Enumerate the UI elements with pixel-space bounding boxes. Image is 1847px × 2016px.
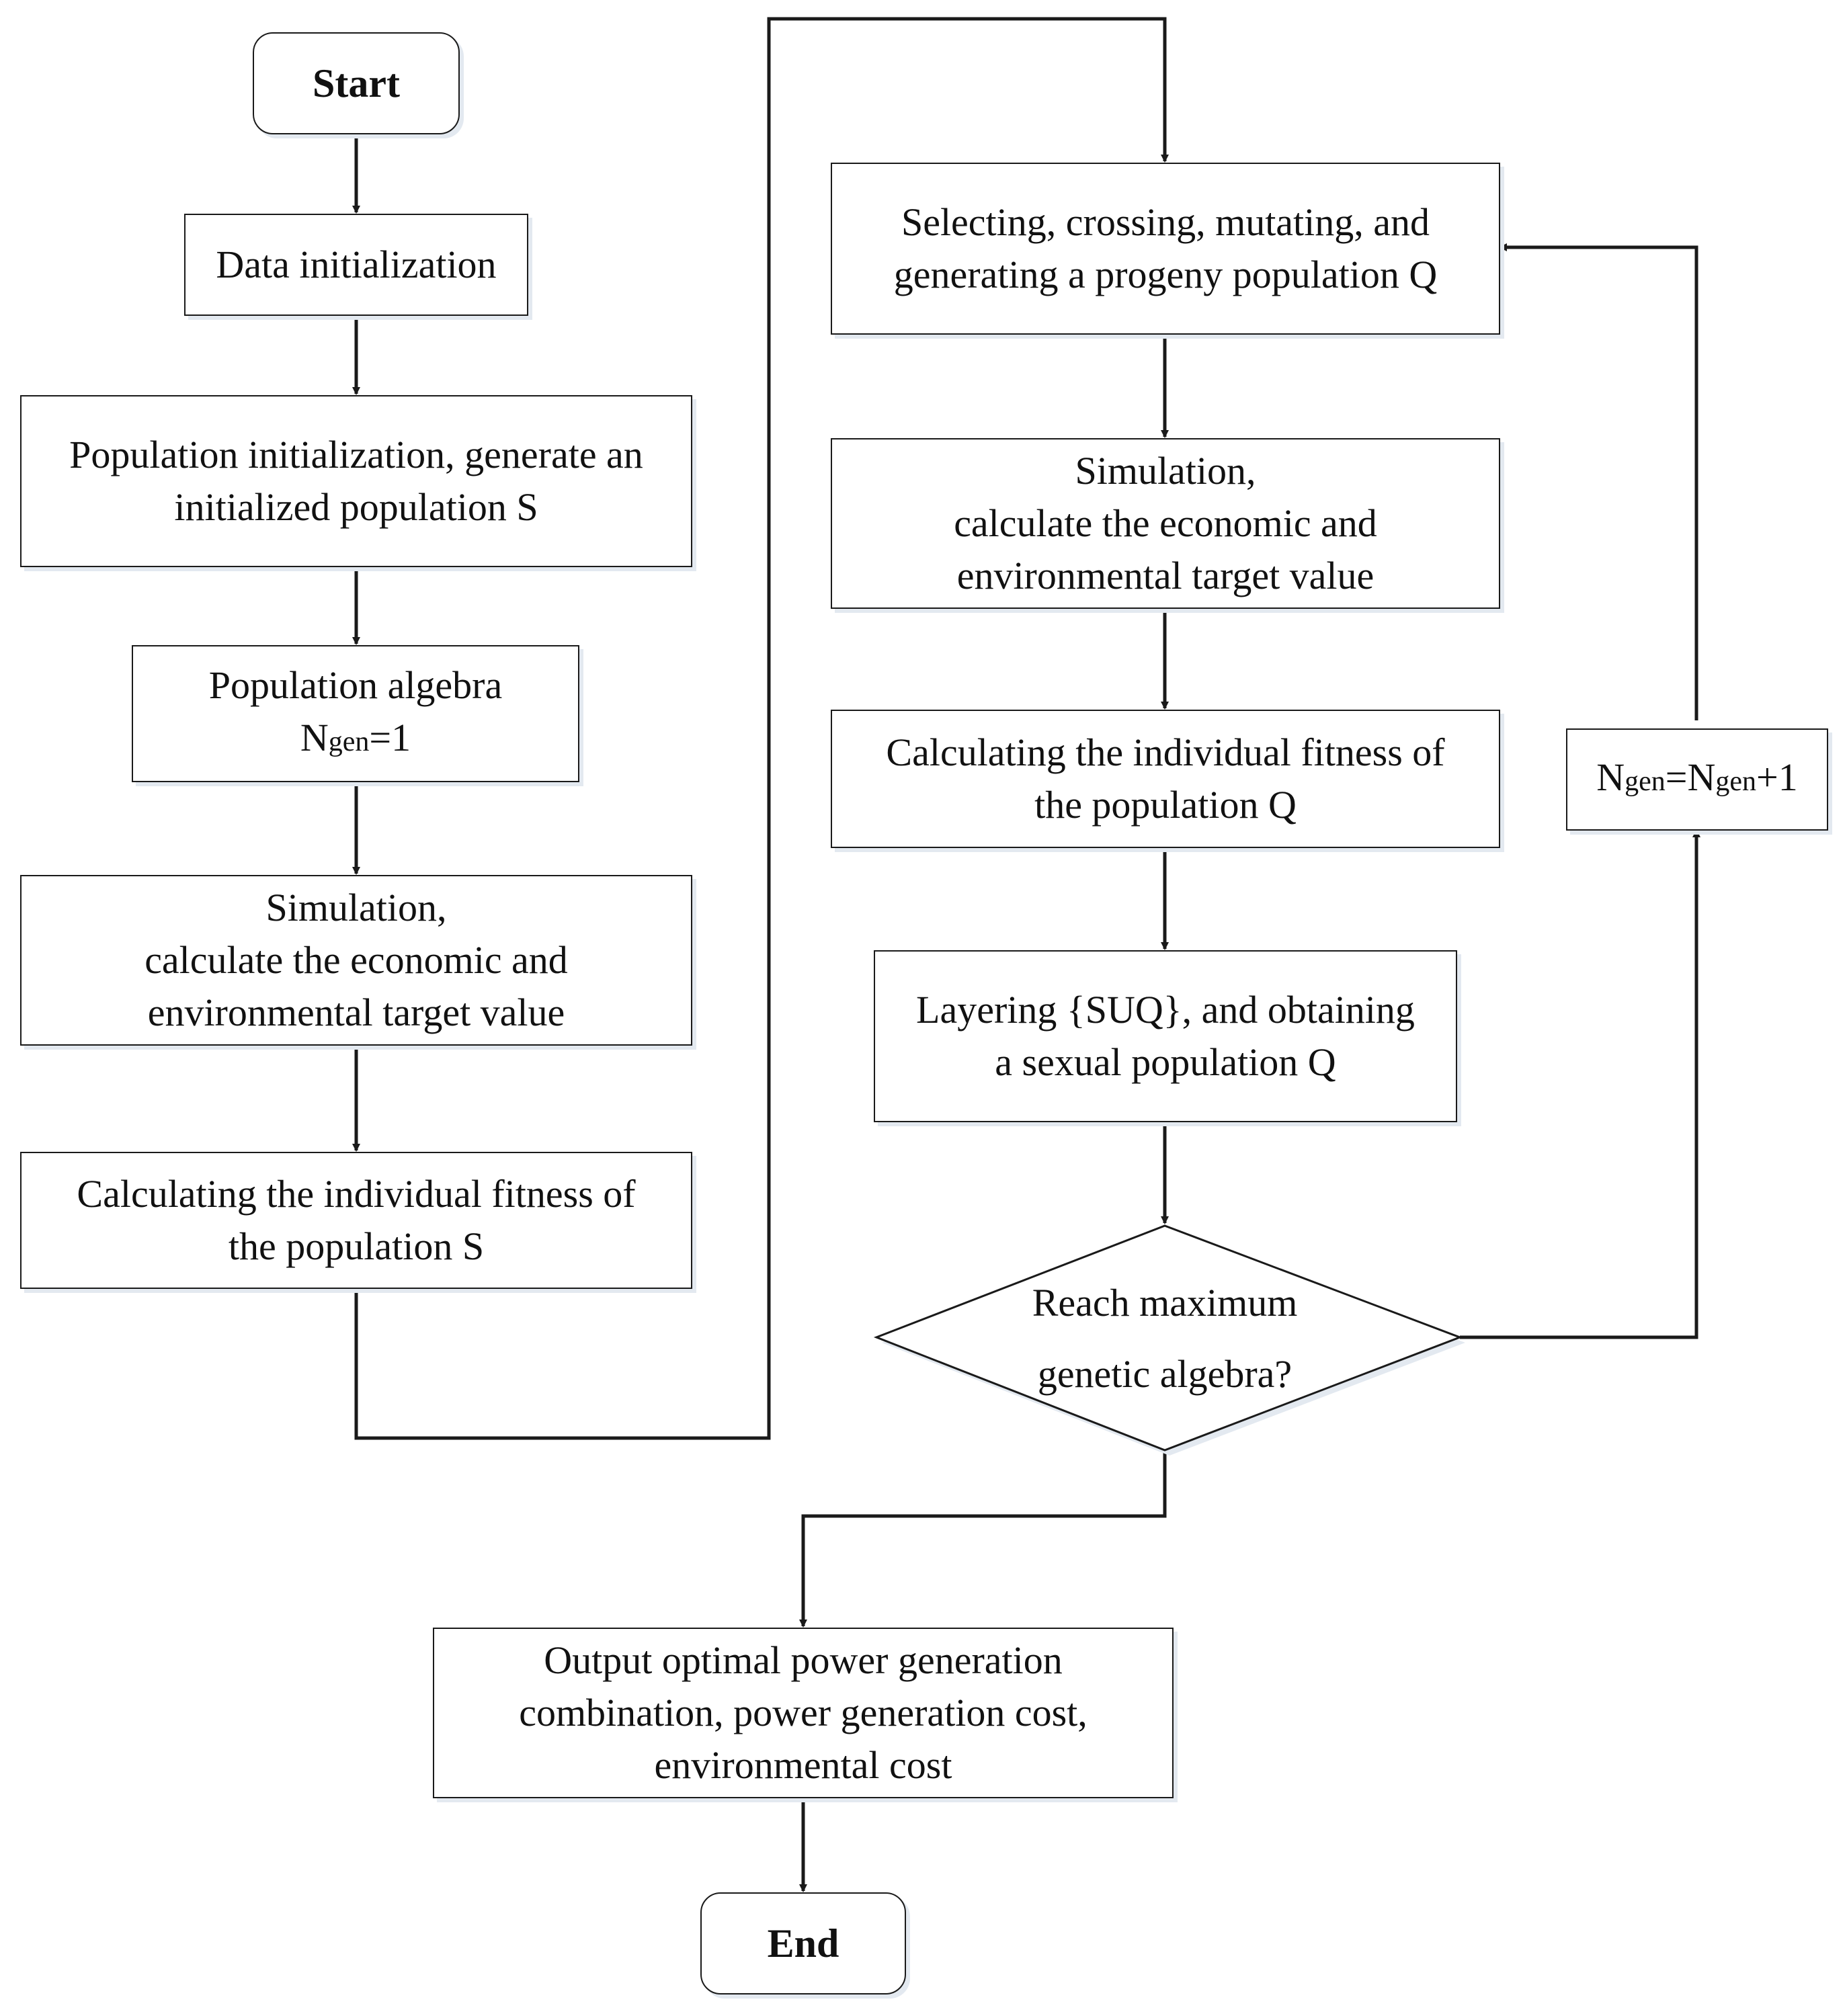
start-label: Start <box>313 61 400 106</box>
simulation-s-line-1: Simulation, <box>265 886 447 929</box>
arrow-decision-to-increment <box>1460 829 1700 1339</box>
simulation-q-line-1: Simulation, <box>1075 449 1256 493</box>
simulation-q-box: Simulation, calculate the economic and e… <box>831 438 1500 609</box>
simulation-q-line-2: calculate the economic and <box>954 501 1377 545</box>
layering-line-2: a sexual population Q <box>995 1040 1336 1084</box>
layering-line-1: Layering {SUQ}, and obtaining <box>916 988 1415 1032</box>
population-algebra-line-1: Population algebra <box>208 663 503 707</box>
arrow-increment-to-select <box>1499 243 1698 720</box>
fitness-q-line-1: Calculating the individual fitness of <box>886 730 1445 774</box>
population-initialization-line-1: Population initialization, generate an <box>69 433 643 476</box>
fitness-q-box: Calculating the individual fitness of th… <box>831 710 1500 848</box>
decision-diamond <box>873 1224 1465 1456</box>
fitness-s-line-2: the population S <box>228 1224 485 1268</box>
output-line-2: combination, power generation cost, <box>519 1691 1087 1734</box>
generation-increment-box: Ngen=Ngen+1 <box>1566 728 1828 831</box>
simulation-s-box: Simulation, calculate the economic and e… <box>20 875 692 1046</box>
end-terminal: End <box>700 1892 906 1994</box>
decision-line-1: Reach maximum <box>1032 1281 1298 1325</box>
decision-label: Reach maximum genetic algebra? <box>941 1231 1389 1446</box>
decision-line-2: genetic algebra? <box>1037 1352 1292 1396</box>
simulation-s-line-3: environmental target value <box>147 991 565 1034</box>
output-line-3: environmental cost <box>654 1743 952 1787</box>
population-initialization-line-2: initialized population S <box>174 485 538 529</box>
fitness-s-box: Calculating the individual fitness of th… <box>20 1152 692 1289</box>
selection-crossover-line-1: Selecting, crossing, mutating, and <box>901 200 1430 244</box>
layering-box: Layering {SUQ}, and obtaining a sexual p… <box>874 950 1457 1122</box>
data-initialization-box: Data initialization <box>184 214 528 316</box>
fitness-s-line-1: Calculating the individual fitness of <box>77 1172 636 1216</box>
arrow-decision-to-output <box>799 1450 1167 1628</box>
output-line-1: Output optimal power generation <box>544 1638 1063 1682</box>
output-box: Output optimal power generation combinat… <box>433 1628 1174 1798</box>
start-terminal: Start <box>253 32 460 134</box>
data-initialization-label: Data initialization <box>216 243 497 286</box>
generation-increment-label: Ngen=Ngen+1 <box>1596 755 1798 799</box>
population-algebra-box: Population algebra Ngen=1 <box>132 645 579 782</box>
simulation-s-line-2: calculate the economic and <box>145 938 568 982</box>
selection-crossover-box: Selecting, crossing, mutating, and gener… <box>831 163 1500 335</box>
selection-crossover-line-2: generating a progeny population Q <box>893 253 1438 296</box>
fitness-q-line-2: the population Q <box>1034 783 1297 827</box>
simulation-q-line-3: environmental target value <box>956 554 1374 597</box>
end-label: End <box>767 1921 839 1966</box>
arrow-fit-s-to-select <box>354 17 1169 1440</box>
ngen-equals-one: Ngen=1 <box>300 716 411 759</box>
population-initialization-box: Population initialization, generate an i… <box>20 395 692 567</box>
